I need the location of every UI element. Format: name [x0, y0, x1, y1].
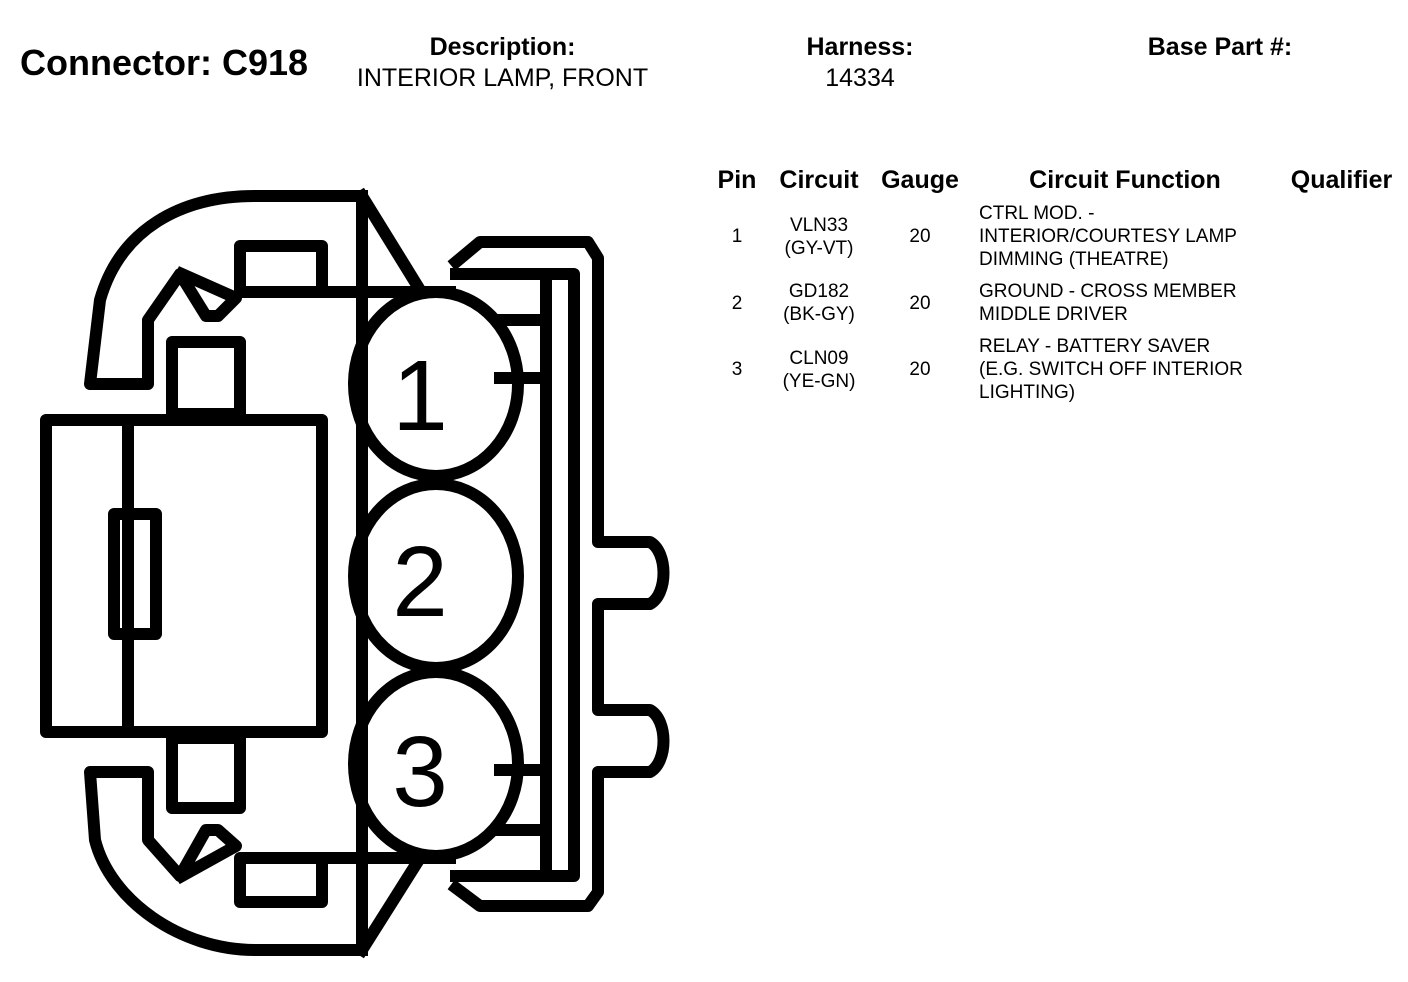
- function-line: INTERIOR/COURTESY LAMP: [979, 226, 1237, 247]
- wire-color: (BK-GY): [783, 304, 855, 325]
- qualifier-cell: [1279, 280, 1404, 335]
- pin-cavity-1: [348, 286, 524, 482]
- circuit-cell: CLN09 (YE-GN): [769, 335, 869, 413]
- table-header-row: Pin Circuit Gauge Circuit Function Quali…: [705, 166, 1404, 202]
- connector-face-diagram: 1 2 3: [40, 187, 670, 959]
- circuit-cell: VLN33 (GY-VT): [769, 202, 869, 280]
- description-value: INTERIOR LAMP, FRONT: [356, 64, 649, 92]
- pin-cavity-3: [348, 666, 524, 862]
- connector-title: Connector: C918: [20, 42, 309, 83]
- table-row: 2 GD182 (BK-GY) 20 GROUND - CROSS MEMBER…: [705, 280, 1404, 335]
- description-label: Description:: [429, 33, 576, 61]
- shell-bottom-arc: [84, 766, 368, 956]
- function-line: CTRL MOD. -: [979, 203, 1095, 224]
- latch-upper-block: [234, 240, 328, 298]
- pin-number-label: 2: [392, 526, 448, 638]
- pin-cell: 1: [731, 226, 743, 247]
- harness-value: 14334: [825, 64, 895, 92]
- description-block: Description: INTERIOR LAMP, FRONT: [330, 32, 675, 94]
- qualifier-cell: [1279, 335, 1404, 413]
- function-line: GROUND - CROSS MEMBER: [979, 281, 1237, 302]
- latch-lower-block: [234, 852, 328, 908]
- pin-cell: 3: [731, 359, 743, 380]
- header-circuit-function: Circuit Function: [1029, 166, 1221, 194]
- gauge-cell: 20: [909, 292, 931, 314]
- release-slot: [108, 508, 162, 640]
- latch-upper-post: [166, 336, 246, 420]
- gauge-cell: 20: [909, 359, 931, 380]
- function-line: (E.G. SWITCH OFF INTERIOR: [979, 359, 1243, 380]
- body-block: [40, 414, 328, 738]
- shell-diag-top: [353, 187, 429, 299]
- function-cell: CTRL MOD. - INTERIOR/COURTESY LAMP DIMMI…: [971, 202, 1279, 280]
- function-line: LIGHTING): [979, 382, 1076, 403]
- pinout-table: Pin Circuit Gauge Circuit Function Quali…: [705, 166, 1404, 413]
- qualifier-cell: [1279, 202, 1404, 280]
- pin-number-label: 1: [392, 340, 448, 452]
- header-gauge: Gauge: [881, 166, 959, 194]
- wire-color: (GY-VT): [784, 237, 854, 259]
- circuit-id: CLN09: [789, 347, 849, 369]
- circuit-id: GD182: [788, 281, 850, 302]
- pin-cell: 2: [731, 292, 743, 314]
- table-row: 1 VLN33 (GY-VT) 20 CTRL MOD. - INTERIOR/…: [705, 202, 1404, 280]
- pin-number-label: 3: [392, 716, 448, 828]
- function-cell: GROUND - CROSS MEMBER MIDDLE DRIVER: [971, 280, 1279, 335]
- harness-label: Harness:: [806, 33, 914, 61]
- function-line: MIDDLE DRIVER: [979, 304, 1128, 325]
- wire-color: (YE-GN): [782, 370, 856, 392]
- base-part-label: Base Part #:: [1147, 33, 1293, 61]
- header-circuit: Circuit: [779, 166, 859, 194]
- table-row: 3 CLN09 (YE-GN) 20 RELAY - BATTERY SAVER…: [705, 335, 1404, 413]
- function-cell: RELAY - BATTERY SAVER (E.G. SWITCH OFF I…: [971, 335, 1279, 413]
- latch-lower-post: [166, 732, 246, 814]
- terminal-housing-right: [447, 236, 670, 912]
- shell-top-arc: [84, 190, 368, 390]
- gauge-cell: 20: [909, 226, 931, 247]
- circuit-cell: GD182 (BK-GY): [769, 280, 869, 335]
- terminal-housing-inner: [450, 268, 580, 882]
- function-line: DIMMING (THEATRE): [979, 249, 1169, 270]
- harness-block: Harness: 14334: [760, 32, 960, 94]
- circuit-id: VLN33: [789, 214, 849, 236]
- base-part-block: Base Part #:: [1110, 32, 1330, 62]
- header-qualifier: Qualifier: [1290, 166, 1393, 194]
- header-pin: Pin: [717, 166, 757, 194]
- function-line: RELAY - BATTERY SAVER: [979, 336, 1211, 357]
- shell-diag-bottom: [353, 849, 429, 959]
